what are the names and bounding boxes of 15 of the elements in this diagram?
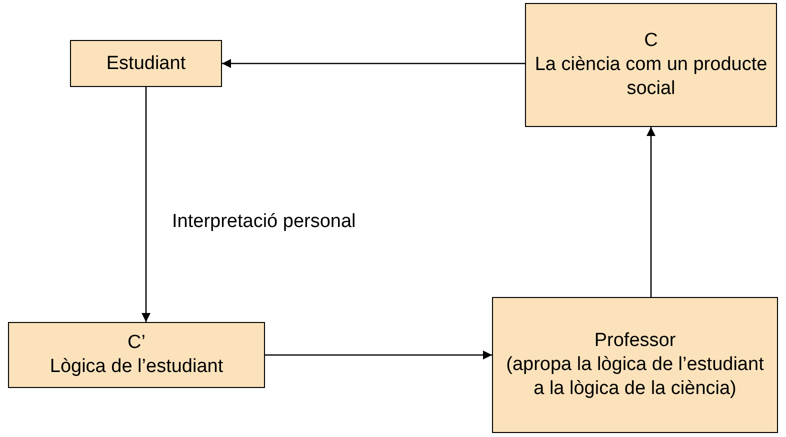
arrow [142,87,150,322]
process-box [492,297,778,433]
box-heading: C’ [128,331,146,355]
box-heading: Professor [594,329,676,353]
process-box [525,3,777,127]
box-text: (apropa la lògica de l’estudiant a la lògica de la ciència) [505,353,765,401]
arrow [646,127,656,297]
box-text: La ciència com un producte social [534,53,768,101]
box-heading: C [644,29,658,53]
box-text: Lògica de l’estudiant [50,355,224,379]
arrow [222,59,525,68]
process-box [8,322,265,388]
process-box [70,40,222,87]
arrow [265,350,492,360]
box-heading: Estudiant [106,52,186,76]
